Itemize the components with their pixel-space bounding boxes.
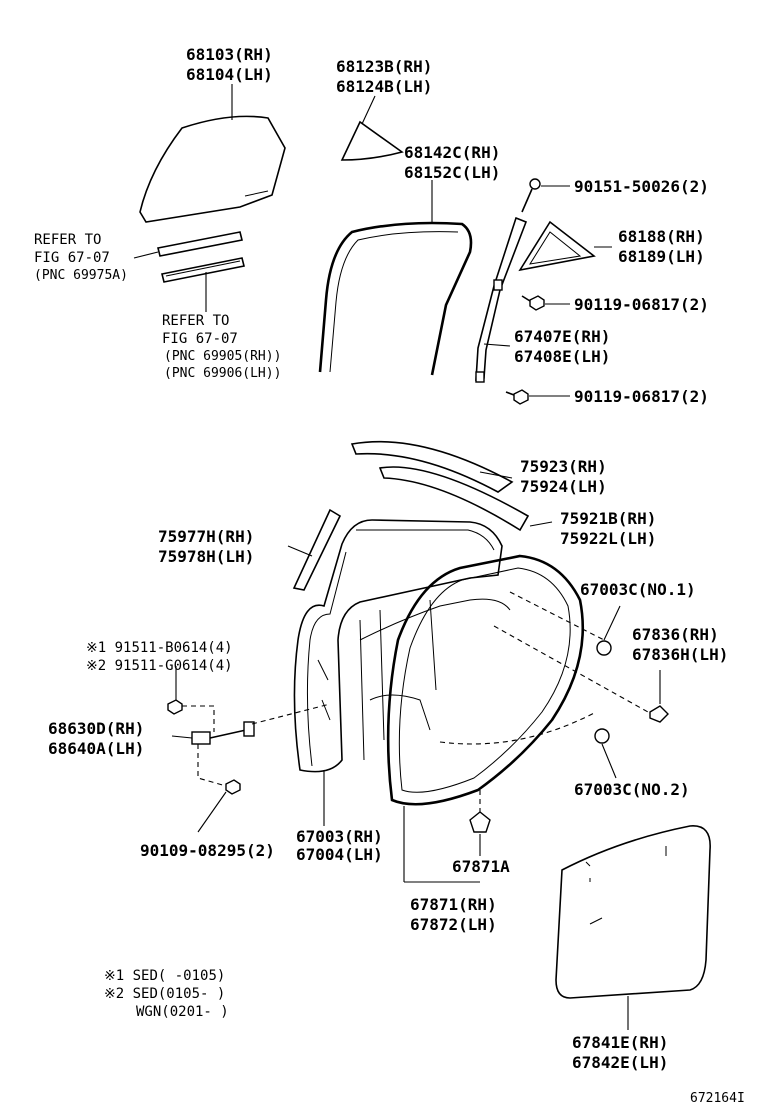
cushion-icon (649, 705, 669, 723)
label-bolt-note1: ※1 91511-B0614(4) (86, 640, 233, 656)
label-quarter-glass-lh: 68124B(LH) (336, 77, 432, 96)
label-run-rh: 68142C(RH) (404, 143, 500, 162)
figure-code: 672164I (690, 1091, 745, 1106)
bolt-icon (167, 699, 183, 715)
label-plug1: 67003C(NO.1) (580, 580, 696, 599)
label-cushion-rh: 67836(RH) (632, 625, 719, 644)
label-bolt-check: 90109-08295(2) (140, 841, 275, 860)
label-check-lh: 68640A(LH) (48, 739, 144, 758)
plug-icon (594, 728, 610, 744)
leader-channel (483, 343, 511, 347)
rear-channel-part (475, 216, 528, 383)
label-bolt-low: 90119-06817(2) (574, 387, 709, 406)
label-mould-upper-lh: 75924(LH) (520, 477, 607, 496)
pillar-moulding-part (292, 508, 342, 591)
label-mould-upper-rh: 75923(RH) (520, 457, 607, 476)
label-pillar-lh: 75978H(LH) (158, 547, 254, 566)
weatherstrip-part (386, 554, 585, 806)
label-mould-outer-rh: 75921B(RH) (560, 509, 656, 528)
label-channel-rh: 67407E(RH) (514, 327, 610, 346)
label-glass-rh: 68103(RH) (186, 45, 273, 64)
leader-mould-outer (529, 521, 553, 527)
label-refer2-l4: (PNC 69906(LH)) (164, 366, 281, 381)
quarter-window-part (518, 220, 596, 272)
leader-bolt-90109 (197, 791, 227, 833)
leader-quarter-glass (361, 95, 376, 125)
label-clip: 67871A (452, 857, 510, 876)
label-door-rh: 67003(RH) (296, 827, 383, 846)
label-refer1-l2: FIG 67-07 (34, 250, 110, 266)
label-bolt-mid: 90119-06817(2) (574, 295, 709, 314)
label-refer1-l1: REFER TO (34, 232, 101, 248)
label-quarter-win-lh: 68189(LH) (618, 247, 705, 266)
label-pillar-rh: 75977H(RH) (158, 527, 254, 546)
rear-door-part (293, 519, 511, 773)
quarter-glass-part (340, 120, 404, 161)
label-check-rh: 68630D(RH) (48, 719, 144, 738)
label-glass-lh: 68104(LH) (186, 65, 273, 84)
dash-bolt-low (197, 744, 227, 787)
label-weather-rh: 67871(RH) (410, 895, 497, 914)
bolt-icon (505, 389, 529, 405)
clip-icon (469, 811, 491, 833)
label-hole-cover-lh: 67842E(LH) (572, 1053, 668, 1072)
screw-icon (521, 178, 541, 213)
glass-channel-parts (157, 231, 245, 283)
label-refer2-l1: REFER TO (162, 313, 229, 329)
moulding-upper-part (350, 440, 530, 532)
dash-plug2 (439, 711, 597, 745)
plug-icon (596, 640, 612, 656)
label-door-lh: 67004(LH) (296, 845, 383, 864)
label-mould-outer-lh: 75922L(LH) (560, 529, 656, 548)
label-quarter-glass-rh: 68123B(RH) (336, 57, 432, 76)
label-note1: ※1 SED( -0105) (104, 968, 225, 984)
label-note2: ※2 SED(0105- ) (104, 986, 225, 1002)
leader-plug1 (603, 605, 621, 641)
leader-refer1 (133, 251, 159, 259)
hole-cover-part (555, 825, 711, 999)
leader-check (171, 735, 193, 739)
label-cushion-lh: 67836H(LH) (632, 645, 728, 664)
label-plug2: 67003C(NO.2) (574, 780, 690, 799)
bolt-icon (225, 779, 241, 795)
label-screw: 90151-50026(2) (574, 177, 709, 196)
leader-mould-upper (479, 471, 513, 479)
label-channel-lh: 67408E(LH) (514, 347, 610, 366)
bolt-icon (521, 295, 545, 311)
dash-check (251, 703, 331, 725)
door-check-part (191, 721, 255, 745)
dash-cushion (493, 625, 649, 713)
leader-pillar (287, 545, 313, 557)
dash-plug1 (509, 591, 605, 641)
label-hole-cover-rh: 67841E(RH) (572, 1033, 668, 1052)
label-refer1-l3: (PNC 69975A) (34, 268, 128, 283)
label-run-lh: 68152C(LH) (404, 163, 500, 182)
leader-plug2 (601, 743, 617, 779)
label-bolt-note2: ※2 91511-G0614(4) (86, 658, 233, 674)
label-note3: WGN(0201- ) (136, 1004, 229, 1020)
label-refer2-l3: (PNC 69905(RH)) (164, 349, 281, 364)
glass-run-part (318, 221, 473, 376)
label-weather-lh: 67872(LH) (410, 915, 497, 934)
label-quarter-win-rh: 68188(RH) (618, 227, 705, 246)
dash-bolt-check (182, 705, 215, 732)
label-refer2-l2: FIG 67-07 (162, 331, 238, 347)
door-glass-part (139, 115, 286, 223)
